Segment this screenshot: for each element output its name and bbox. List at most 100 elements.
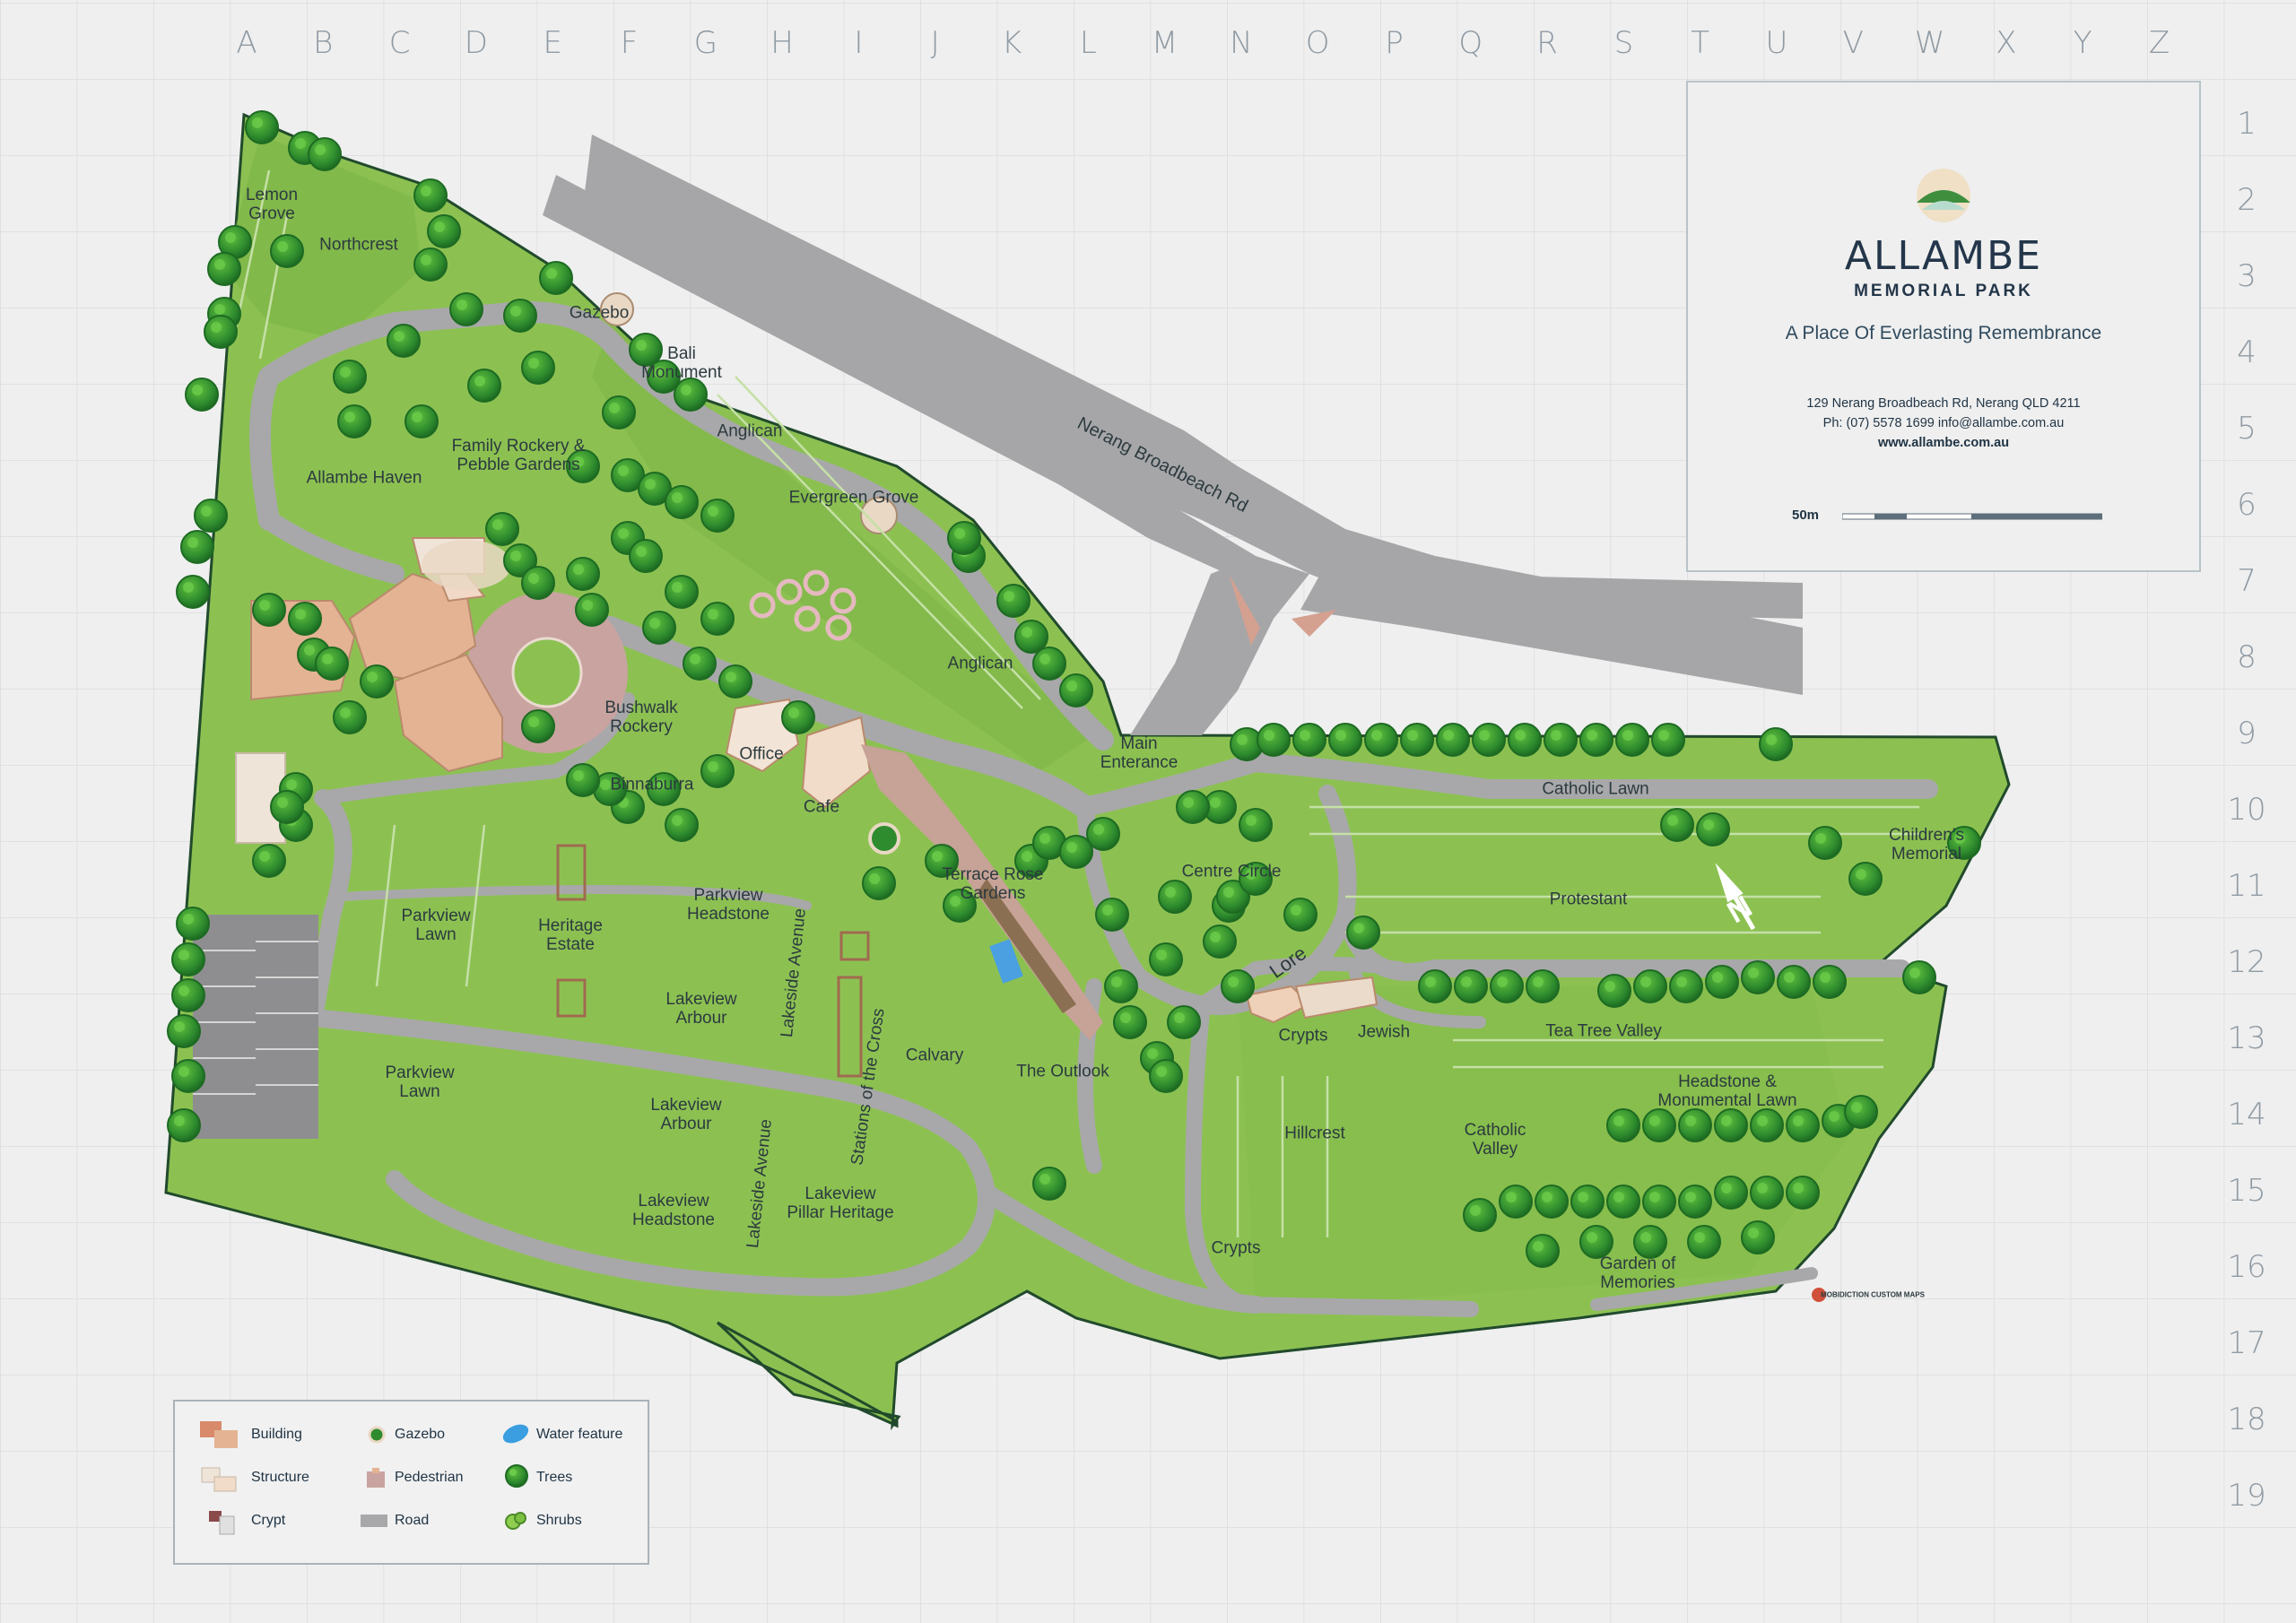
label-tea-tree-valley: Tea Tree Valley [1545, 1021, 1662, 1041]
tree-highlight [932, 851, 943, 862]
tree-icon [1535, 1185, 1569, 1219]
north-arrow-icon [1715, 863, 1756, 931]
label-lakeview-pillar: Lakeview Pillar Heritage [787, 1185, 894, 1222]
tree-icon [1651, 723, 1685, 757]
brand-subtitle: MEMORIAL PARK [1854, 282, 2033, 300]
grid-row-label: 16 [2227, 1249, 2266, 1285]
brand-name: ALLAMBE [1844, 233, 2043, 279]
tree-highlight [708, 761, 718, 772]
tree-highlight [1147, 1048, 1158, 1059]
address-text: 129 Nerang Broadbeach Rd, Nerang QLD 421… [1806, 396, 2081, 411]
grid-row-label: 4 [2237, 334, 2257, 370]
tree-icon [1149, 1059, 1183, 1093]
label-gazebo: Gazebo [569, 303, 630, 323]
tree-icon [413, 178, 448, 213]
credit-badge [1812, 1288, 1826, 1302]
tree-highlight [1156, 1066, 1167, 1077]
tree-highlight [1371, 730, 1382, 741]
tree-highlight [1004, 591, 1014, 602]
tree-icon [1902, 960, 1936, 994]
tree-icon [1786, 1176, 1820, 1210]
label-jewish: Jewish [1357, 1022, 1411, 1042]
tree-highlight [1291, 905, 1301, 916]
contact-text: Ph: (07) 5578 1699 info@allambe.com.au [1822, 416, 2065, 430]
tree-highlight [1640, 1232, 1651, 1243]
tree-icon [1579, 723, 1613, 757]
tree-highlight [1470, 1205, 1481, 1216]
tree-highlight [178, 950, 189, 960]
tree-icon [1283, 898, 1318, 932]
tree-highlight [690, 654, 700, 664]
tree-icon [270, 234, 304, 268]
tree-highlight [174, 1021, 185, 1032]
tree-highlight [1748, 968, 1759, 978]
tree-icon [1436, 723, 1470, 757]
tree-highlight [1039, 654, 1050, 664]
tree-icon [467, 369, 501, 403]
label-headstone-monumental: Headstone & Monumental Lawn [1657, 1072, 1797, 1110]
tree-highlight [277, 797, 288, 808]
tree-highlight [421, 255, 431, 265]
tree-highlight [1658, 730, 1669, 741]
tree-highlight [1712, 972, 1723, 983]
tree-highlight [573, 770, 584, 781]
tree-highlight [192, 385, 203, 395]
label-terrace-rose: Terrace Rose Gardens [942, 865, 1044, 903]
tree-icon [1615, 723, 1649, 757]
tree-icon [485, 512, 519, 546]
tree-icon [1059, 673, 1093, 707]
tree-icon [449, 292, 483, 326]
tree-highlight [528, 358, 539, 369]
label-heritage-estate: Heritage Estate [538, 916, 603, 954]
tree-highlight [252, 117, 263, 128]
tree-highlight [1223, 887, 1234, 898]
tree-highlight [1829, 1111, 1839, 1122]
tree-icon [862, 866, 896, 900]
legend-label: Pedestrian [395, 1470, 464, 1485]
tree-icon [1544, 723, 1578, 757]
grid-row-label: 6 [2237, 487, 2257, 523]
tree-highlight [1353, 923, 1364, 933]
tree-highlight [1793, 1183, 1804, 1193]
grid-row-label: 1 [2237, 106, 2257, 142]
tree-icon [333, 360, 367, 394]
tree-highlight [1551, 730, 1561, 741]
tree-highlight [1793, 1115, 1804, 1126]
tree-highlight [1300, 730, 1310, 741]
tree-icon [1606, 1185, 1640, 1219]
structure-icon [201, 1467, 237, 1492]
tree-highlight [1613, 1115, 1624, 1126]
tree-icon [1678, 1185, 1712, 1219]
tree-highlight [1443, 730, 1454, 741]
tree-icon [1176, 790, 1210, 824]
tree-icon [252, 844, 286, 878]
legend-label: Water feature [536, 1427, 623, 1442]
tree-highlight [1533, 976, 1544, 987]
pedestrian-icon [367, 1468, 385, 1488]
tree-highlight [1102, 905, 1113, 916]
grid-column-label: A [236, 25, 259, 61]
tree-icon [207, 252, 241, 286]
tree-icon [1328, 723, 1362, 757]
tree-highlight [510, 551, 521, 561]
grid-column-label: Z [2148, 25, 2172, 61]
tree-highlight [214, 304, 225, 315]
grid-row-label: 9 [2237, 716, 2257, 751]
label-lemon-grove: Lemon Grove [245, 186, 299, 223]
tree-icon [1705, 965, 1739, 999]
tree-highlight [1497, 976, 1508, 987]
website-link[interactable]: www.allambe.com.au [1877, 436, 2010, 450]
tree-highlight [1909, 968, 1920, 978]
grid-column-label: L [1079, 25, 1099, 61]
label-cafe: Cafe [803, 797, 840, 817]
tree-icon [1490, 969, 1524, 1003]
label-catholic-valley: Catholic Valley [1464, 1121, 1526, 1159]
label-parkview-headstone: Parkview Headstone [687, 886, 770, 924]
map-legend: Building Gazebo Water feature Structure … [173, 1400, 649, 1565]
tree-icon [781, 700, 815, 734]
tree-icon [171, 942, 205, 976]
tree-icon [539, 261, 573, 295]
grid-row-label: 19 [2227, 1478, 2266, 1514]
label-childrens-memorial: Children's Memorial [1889, 826, 1964, 864]
grid-column-label: G [693, 25, 719, 61]
